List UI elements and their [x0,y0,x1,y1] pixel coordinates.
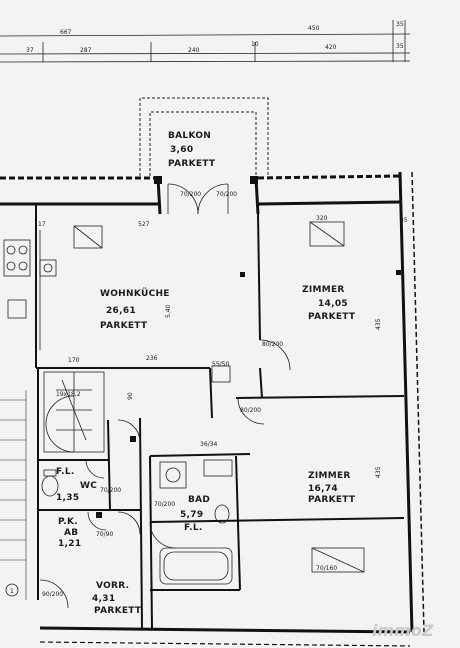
dim-35c: 35 [400,217,408,224]
sanitary-fixtures [41,365,233,585]
dim-10: 10 [251,41,259,48]
dim-70-200c: 70/200 [100,487,121,494]
room-wohnkueche-floor: PARKETT [100,321,148,331]
balcony-outline [139,97,269,176]
room-ab: P.K. AB 1,21 [58,517,81,549]
dim-80-200b: 80/200 [240,407,261,414]
dim-527: 527 [138,221,150,228]
room-zimmer-1: ZIMMER 14,05 PARKETT [302,285,356,322]
dim-70-200a: 70/200 [180,191,201,198]
room-zimmer-2: ZIMMER 16,74 PARKETT [308,471,356,505]
room-balkon-name: BALKON [168,131,211,141]
window-marks [73,221,365,573]
room-zimmer-1-area: 14,05 [318,299,348,309]
dim-236: 236 [146,355,158,362]
room-ab-name: AB [64,528,78,538]
dim-320: 320 [316,215,328,222]
room-wohnkueche-name: WOHNKÜCHE [100,288,170,299]
room-vorr-area: 4,31 [92,594,115,604]
dim-36-34: 36/34 [200,441,217,448]
room-bad: BAD 5,79 F.L. [180,495,210,533]
staircase [43,371,105,453]
room-fl-area: 1,35 [56,493,79,503]
room-fl-wc: F.L. WC 1,35 [56,467,97,503]
dim-420: 420 [325,44,337,51]
dim-19x18: 19x18,2 [56,391,81,398]
dim-667: 667 [60,29,72,36]
dim-435b: 435 [375,466,382,478]
room-zimmer-2-name: ZIMMER [308,471,351,481]
dim-540: 5,40 [165,304,172,318]
dim-70-200d: 70/200 [154,501,175,508]
room-vorr-floor: PARKETT [94,606,142,616]
room-bad-floor: F.L. [184,523,203,533]
room-zimmer-1-floor: PARKETT [308,312,356,322]
dim-90: 90 [127,392,134,400]
exterior-walls [0,171,425,647]
room-vorr-name: VORR. [96,581,129,591]
dim-435a: 435 [375,318,382,330]
watermark-logo: immoZ [372,621,434,640]
dim-70-90: 70/90 [96,531,113,538]
room-wc-name: WC [80,481,97,491]
structural-columns [96,176,401,518]
room-balkon-area: 3,60 [170,145,193,155]
room-balkon: BALKON 3,60 PARKETT [168,131,216,169]
room-ab-prefix: P.K. [58,517,78,527]
kitchen-counter [3,230,57,350]
left-building-hatch [0,390,27,600]
room-bad-area: 5,79 [180,510,203,520]
dim-35a: 35 [396,21,404,28]
dimension-chain-top [0,20,411,63]
dim-17: 17 [38,221,46,228]
interior-doors [39,339,291,609]
dim-70-160: 70/160 [316,565,337,572]
balcony-doors [167,183,229,215]
dim-450: 450 [308,25,320,32]
room-ab-area: 1,21 [58,539,81,549]
dim-55-50: 55/50 [212,361,229,368]
room-zimmer-2-area: 16,74 [308,484,338,494]
dim-240: 240 [188,47,200,54]
dim-37: 37 [26,47,34,54]
interior-walls [35,204,405,629]
dim-80-200a: 80/200 [262,341,283,348]
section-marker-circle [5,583,19,597]
dim-90-200: 90/200 [42,591,63,598]
dim-35b: 35 [396,43,404,50]
room-wohnkueche-area: 26,61 [106,306,136,316]
dim-170: 170 [68,357,80,364]
room-vorr: VORR. 4,31 PARKETT [92,581,142,616]
room-wohnkueche: WOHNKÜCHE 26,61 PARKETT [100,288,170,331]
room-zimmer-1-name: ZIMMER [302,285,345,295]
room-fl-name: F.L. [56,467,75,477]
dim-70-200b: 70/200 [216,191,237,198]
section-marker-label: 1 [10,588,14,595]
dim-287: 287 [80,47,92,54]
room-bad-name: BAD [188,495,210,505]
room-balkon-floor: PARKETT [168,159,216,169]
room-zimmer-2-floor: PARKETT [308,495,356,505]
